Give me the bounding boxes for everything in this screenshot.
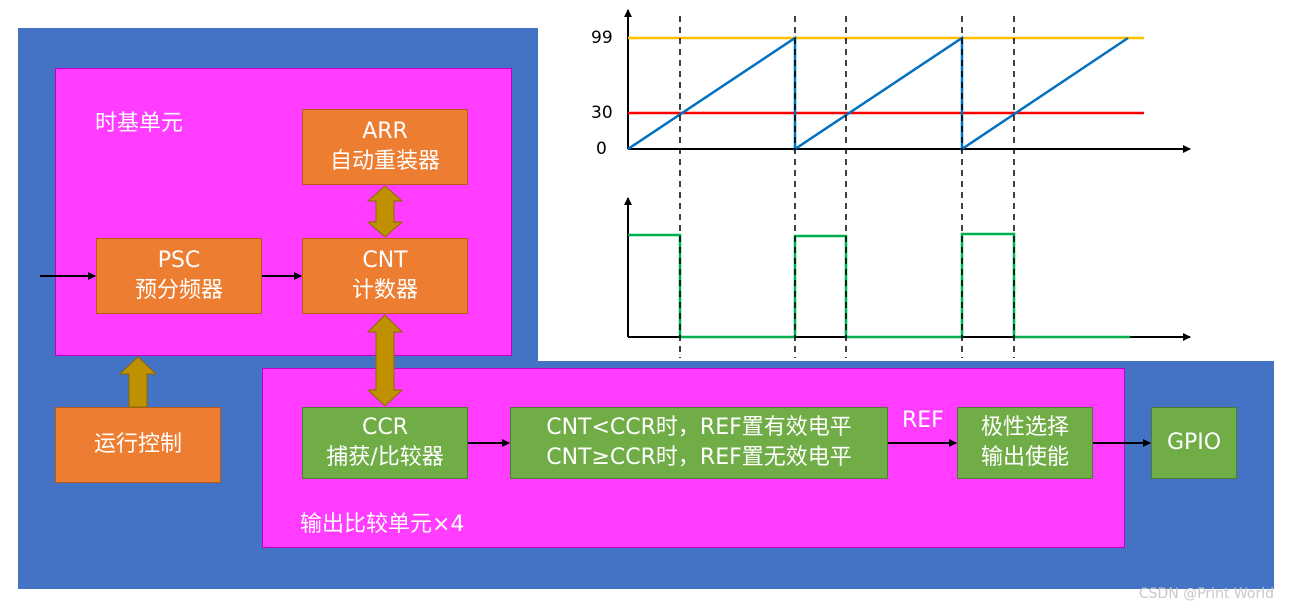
cnt-ccr-bidir-arrow: [366, 314, 404, 407]
cnt-name: CNT: [362, 248, 408, 273]
ccr-name: CCR: [361, 415, 408, 440]
arr-name: ARR: [362, 119, 408, 144]
dashed-guides: [679, 16, 1015, 358]
cnt-desc: 计数器: [351, 278, 418, 303]
gpio-label: GPIO: [1166, 430, 1222, 455]
run-control-up-arrow: [118, 356, 158, 408]
cnt-box: CNT 计数器: [302, 238, 468, 314]
psc-desc: 预分频器: [134, 278, 223, 303]
psc-name: PSC: [157, 248, 201, 273]
ccr-box: CCR 捕获/比较器: [302, 407, 468, 479]
polarity-box: 极性选择 输出使能: [957, 407, 1093, 479]
run-control-box: 运行控制: [55, 407, 221, 483]
arr-cnt-bidir-arrow: [366, 185, 404, 238]
arr-desc: 自动重装器: [329, 149, 440, 174]
cnt-sawtooth: [627, 35, 1129, 152]
ref-label: REF: [902, 408, 944, 433]
mode-line2: CNT≥CCR时，REF置无效电平: [546, 445, 852, 470]
timebase-title: 时基单元: [95, 111, 184, 136]
polarity-line2: 输出使能: [980, 445, 1069, 470]
arr-box: ARR 自动重装器: [302, 109, 468, 185]
tick-30: 30: [591, 103, 613, 123]
mode-box: CNT<CCR时，REF置有效电平 CNT≥CCR时，REF置无效电平: [510, 407, 888, 479]
psc-box: PSC 预分频器: [96, 238, 262, 314]
polarity-line1: 极性选择: [980, 415, 1069, 440]
tick-0: 0: [596, 139, 607, 159]
oc-unit-title: 输出比较单元×4: [300, 512, 465, 537]
waveform-panel: [538, 0, 1274, 361]
mode-line1: CNT<CCR时，REF置有效电平: [546, 415, 852, 440]
watermark: CSDN @Print World: [1138, 586, 1274, 602]
pwm-waveform: [628, 232, 1130, 339]
ccr-desc: 捕获/比较器: [326, 445, 444, 470]
tick-99: 99: [591, 28, 613, 48]
gpio-box: GPIO: [1151, 407, 1237, 479]
run-control-label: 运行控制: [93, 432, 182, 457]
